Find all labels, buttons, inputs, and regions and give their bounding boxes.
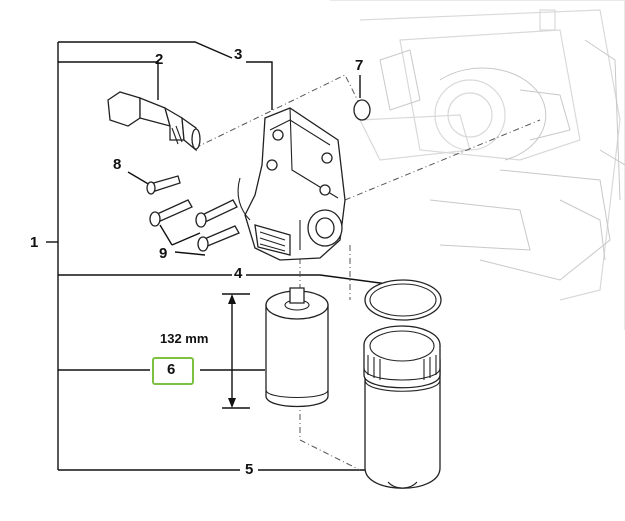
callout-8: 8 — [113, 156, 122, 173]
o-ring-small — [353, 99, 371, 121]
filter-head — [237, 107, 346, 261]
engine-background — [330, 0, 625, 330]
callout-1: 1 — [30, 234, 39, 251]
bolts — [146, 175, 240, 252]
callout-9: 9 — [159, 245, 168, 262]
callout-2: 2 — [155, 51, 164, 68]
dimension-label: 132 mm — [160, 331, 209, 346]
o-ring-large — [364, 279, 442, 321]
callout-3: 3 — [234, 46, 243, 63]
callout-6: 6 — [167, 361, 176, 378]
callout-6-highlight — [152, 357, 194, 385]
callout-5: 5 — [245, 461, 254, 478]
callout-4: 4 — [234, 265, 243, 282]
dimension-arrow — [222, 293, 250, 409]
filter-housing — [363, 325, 441, 489]
pressure-sensor — [107, 91, 201, 152]
callout-7: 7 — [355, 57, 364, 74]
leader-lines — [46, 41, 396, 471]
filter-element — [265, 287, 329, 408]
